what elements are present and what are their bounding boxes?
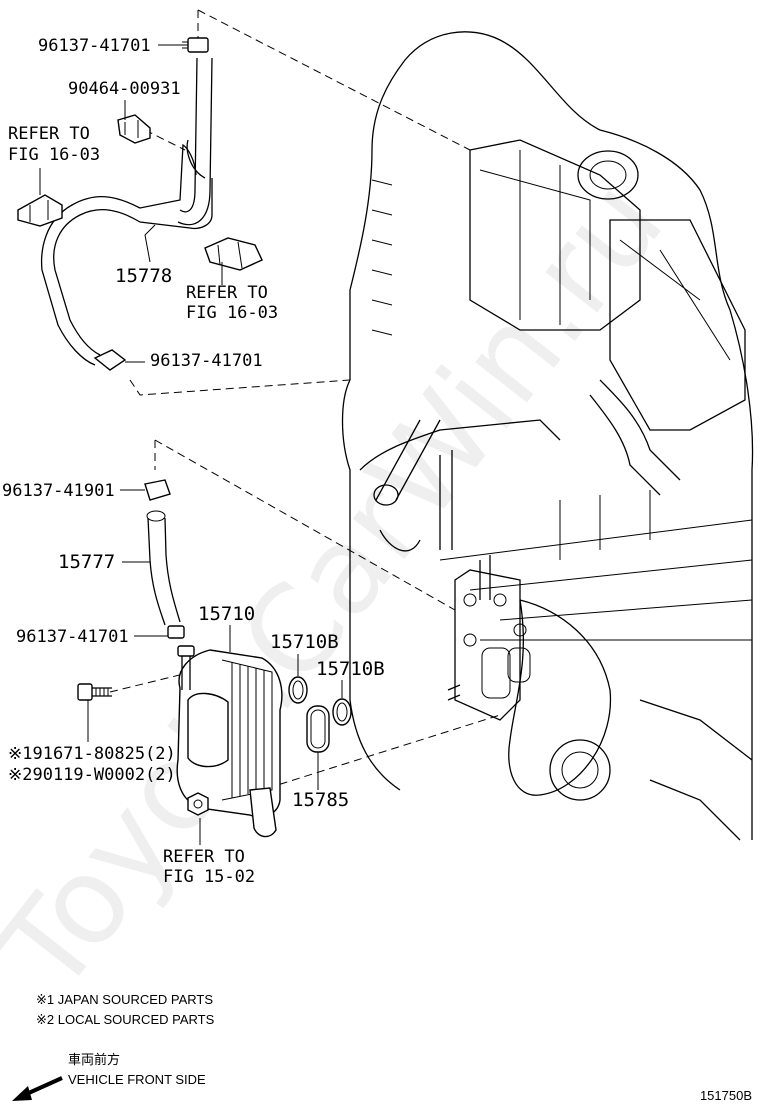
label-clip-upper-lower: 96137-41701 (150, 351, 263, 371)
clip-lower-top-part (144, 479, 171, 501)
label-bolt-2: ※290119-W0002(2) (8, 765, 176, 785)
label-gasket: 15785 (292, 789, 349, 811)
label-hose-lower: 15777 (58, 551, 115, 573)
label-leader-lines (39, 44, 343, 845)
direction-label-japanese: 車両前方 (68, 1052, 120, 1067)
label-clamp-upper: 90464-00931 (68, 79, 181, 99)
clip-lower-bottom-part (167, 625, 185, 639)
legend-note-local: ※2 LOCAL SOURCED PARTS (36, 1012, 215, 1027)
dashed-leader-lines (109, 9, 501, 801)
oil-cooler-15710 (176, 645, 283, 838)
hose-15778 (40, 57, 213, 366)
label-refer-upper-mid-1: REFER TO (186, 283, 268, 303)
label-refer-upper-mid-2: FIG 16-03 (186, 303, 278, 323)
label-refer-lower-1: REFER TO (163, 847, 245, 867)
label-refer-lower-2: FIG 15-02 (163, 867, 255, 887)
label-hose-upper: 15778 (115, 265, 172, 287)
gasket-15785 (306, 705, 330, 753)
o-ring-2 (332, 698, 352, 726)
label-clip-lower-bottom: 96137-41701 (16, 627, 129, 647)
o-ring-1 (288, 676, 308, 704)
clip-upper-lower-part (93, 349, 127, 371)
bracket-left (17, 194, 63, 227)
direction-label-english: VEHICLE FRONT SIDE (68, 1072, 206, 1087)
bolt-part (77, 683, 112, 701)
clamp-90464 (117, 114, 151, 144)
label-bolt-1: ※191671-80825(2) (8, 744, 176, 764)
label-clip-top: 96137-41701 (38, 36, 151, 56)
label-refer-upper-left-2: FIG 16-03 (8, 145, 100, 165)
engine-block-illustration (341, 31, 754, 841)
legend-note-japan: ※1 JAPAN SOURCED PARTS (36, 992, 213, 1007)
label-clip-lower-top: 96137-41901 (2, 481, 115, 501)
label-cooler: 15710 (198, 603, 255, 625)
figure-id: 151750B (700, 1088, 752, 1103)
label-oring-2: 15710B (316, 658, 385, 680)
bracket-middle (204, 237, 263, 271)
front-arrow-icon (12, 1076, 63, 1101)
label-refer-upper-left-1: REFER TO (8, 124, 90, 144)
hose-15777 (146, 510, 181, 626)
label-oring-1: 15710B (270, 631, 339, 653)
nut-part (187, 792, 209, 816)
watermark: ToyotaCarWin.ru (0, 155, 690, 1019)
